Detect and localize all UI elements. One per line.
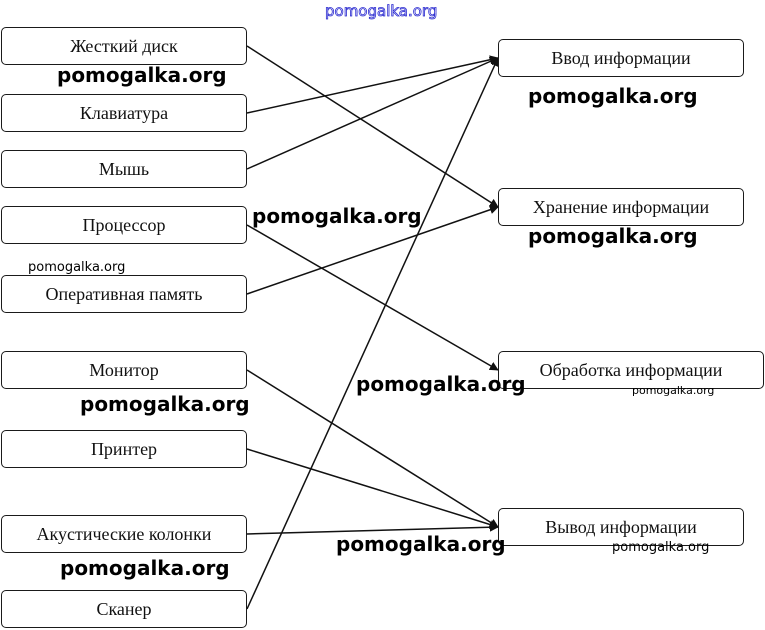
- device-label: Оперативная память: [45, 283, 203, 304]
- connector-hdd-to-storage: [246, 45, 499, 208]
- watermark: pomogalka.org: [528, 224, 698, 248]
- watermark: pomogalka.org: [632, 384, 715, 397]
- device-box-scanner: Сканер: [1, 590, 247, 628]
- function-label: Вывод информации: [545, 516, 697, 537]
- function-box-storage: Хранение информации: [498, 188, 744, 226]
- watermark: pomogalka.org: [336, 532, 506, 556]
- function-box-processing: Обработка информации: [498, 351, 764, 389]
- connector-keyboard-to-input: [246, 55, 499, 114]
- connector-mouse-to-input: [246, 57, 499, 170]
- connector-cpu-to-processing: [246, 224, 499, 371]
- watermark-top-link[interactable]: pomogalka.org: [325, 2, 438, 21]
- device-box-hdd: Жесткий диск: [1, 27, 247, 65]
- connector-scanner-to-input: [246, 57, 499, 610]
- device-label: Монитор: [89, 359, 159, 380]
- device-box-printer: Принтер: [1, 430, 247, 468]
- watermark: pomogalka.org: [612, 540, 710, 555]
- device-label: Мышь: [98, 158, 150, 179]
- device-label: Акустические колонки: [36, 523, 212, 544]
- watermark: pomogalka.org: [80, 392, 250, 416]
- device-box-ram: Оперативная память: [1, 275, 247, 313]
- watermark: pomogalka.org: [28, 260, 126, 275]
- connector-speakers-to-output: [246, 522, 499, 535]
- watermark: pomogalka.org: [60, 556, 230, 580]
- function-label: Ввод информации: [551, 47, 691, 68]
- watermark: pomogalka.org: [57, 63, 227, 87]
- device-label: Жесткий диск: [70, 35, 178, 56]
- function-label: Обработка информации: [539, 359, 723, 380]
- device-label: Сканер: [96, 598, 152, 619]
- device-label: Принтер: [90, 438, 158, 459]
- function-box-input: Ввод информации: [498, 39, 744, 77]
- device-box-keyboard: Клавиатура: [1, 94, 247, 132]
- function-box-output: Вывод информации: [498, 508, 744, 546]
- function-label: Хранение информации: [532, 196, 710, 217]
- watermark: pomogalka.org: [528, 84, 698, 108]
- device-box-mouse: Мышь: [1, 150, 247, 188]
- connector-ram-to-storage: [246, 205, 499, 295]
- device-box-monitor: Монитор: [1, 351, 247, 389]
- connector-monitor-to-output: [246, 369, 499, 528]
- connector-printer-to-output: [246, 448, 499, 529]
- watermark: pomogalka.org: [356, 372, 526, 396]
- watermark: pomogalka.org: [252, 204, 422, 228]
- device-label: Процессор: [82, 214, 166, 235]
- device-box-cpu: Процессор: [1, 206, 247, 244]
- device-box-speakers: Акустические колонки: [1, 515, 247, 553]
- device-label: Клавиатура: [79, 102, 169, 123]
